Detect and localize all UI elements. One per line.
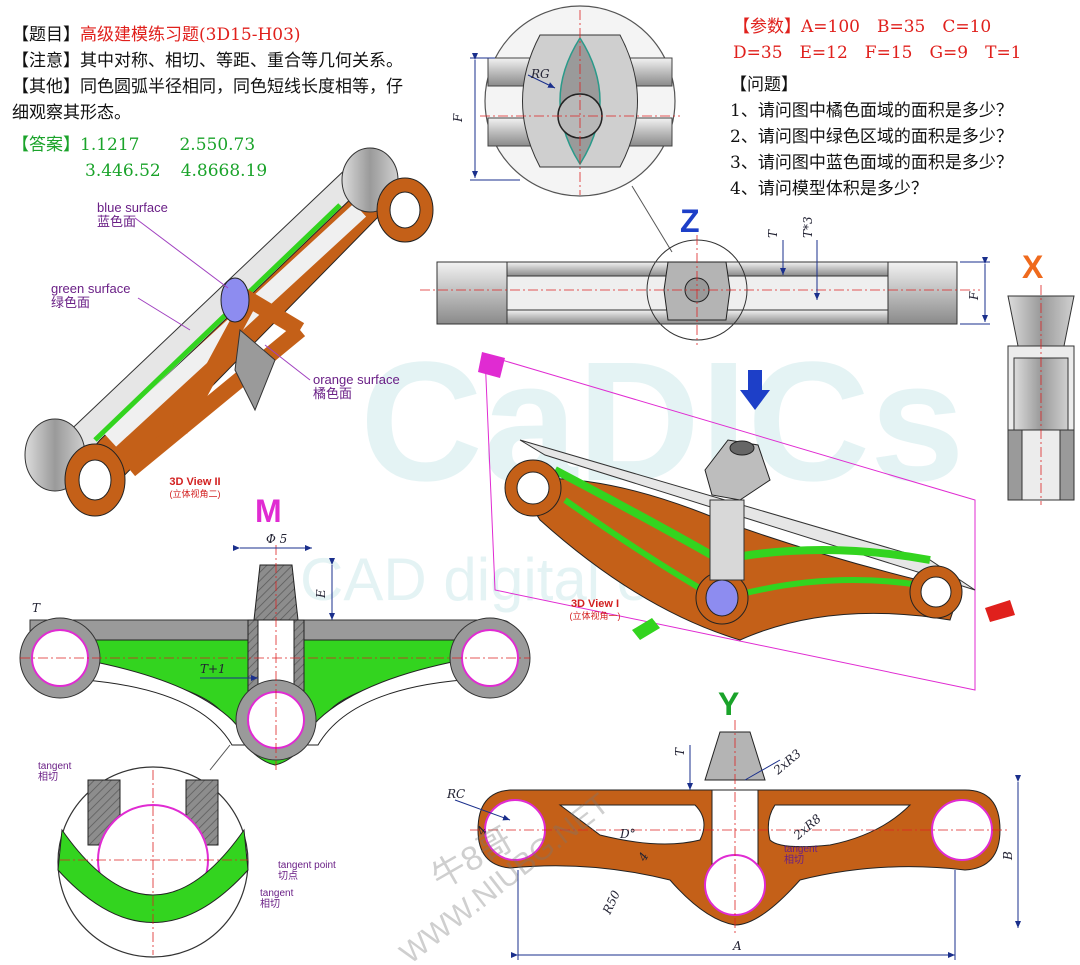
dim-t-y-label: T [673,747,687,756]
note-line: 【注意】其中对称、相切、等距、重合等几何关系。 [12,48,403,74]
question-4: 4、请问模型体积是多少？ [730,179,928,199]
detail-circle-top: F RG [451,5,680,197]
dim-t3-label: T*3 [801,216,815,238]
header-block: 【题目】高级建模练习题(3D15-H03) 【注意】其中对称、相切、等距、重合等… [12,22,403,126]
dim-rc-label: RC [446,787,465,801]
view-2-sub: (立体视角二) [169,489,221,499]
dim-r3-label: 2xR3 [770,746,804,778]
view-2-label: 3D View II (立体视角二) [150,476,240,500]
tangent-point-en: tangent point [278,860,336,871]
tangent-y-en: tangent [784,844,818,855]
question-3: 3、请问图中蓝色面域的面积是多少？ [730,153,1013,173]
m-section-view: Φ 5 E T+1 T [19,532,531,770]
answer-tag: 【答案】 [12,135,80,155]
y-view: A B T 2xR3 2xR8 RC D° R50 4 4 [446,720,1021,960]
view-2-title: 3D View II [169,476,221,488]
question-1: 1、请问图中橘色面域的面积是多少？ [730,101,1013,121]
dim-t1-label: T+1 [200,662,226,676]
dim-f2-label: F [967,291,981,301]
tangent-bottom-cn: 相切 [260,899,280,910]
tangent-point-label: tangent point 切点 [278,860,336,882]
view-1-label: 3D View I (立体视角一) [550,598,640,622]
dim-a-label: A [732,939,742,953]
title-line: 【题目】高级建模练习题(3D15-H03) [12,22,403,48]
question-2: 2、请问图中绿色区域的面积是多少？ [730,127,1013,147]
dim-t-label: T [766,229,780,238]
answer-3: 3.446.52 [85,161,161,181]
green-surface-en: green surface [51,281,131,296]
orange-surface-en: orange surface [313,372,400,387]
blue-surface-cn: 蓝色面 [97,214,137,229]
detail-circle-bottom [57,744,249,958]
tangent-point-cn: 切点 [278,871,298,882]
other-tag: 【其他】 [12,77,80,97]
answer-2: 2.550.73 [179,135,256,155]
blue-surface-en: blue surface [97,200,168,215]
view-3d-2 [24,147,434,517]
params-line-2: D=35 E=12 F=15 G=9 T=1 [733,43,1022,63]
tangent-top-cn: 相切 [38,772,58,783]
title-tag: 【题目】 [12,25,80,45]
orange-surface-cn: 橘色面 [313,386,353,401]
dim-d-label: D° [619,827,636,841]
tangent-top-en: tangent [38,761,72,772]
detail-leader [631,185,673,253]
other-line: 【其他】同色圆弧半径相同，同色短线长度相等，仔 [12,74,403,100]
params-block: 【参数】A=100 B=35 C=10 D=35 E=12 F=15 G=9 T… [733,14,1022,66]
x-view: X [1007,249,1075,505]
blue-surface-label: blue surface 蓝色面 [97,201,168,229]
view-letter-m: M [255,493,282,529]
view-letter-z: Z [680,203,700,239]
green-surface-cn: 绿色面 [51,295,91,310]
orange-surface-label: orange surface 橘色面 [313,373,400,401]
tangent-label-top: tangent 相切 [38,761,71,783]
view-3d-1 [484,354,1015,691]
page-title: 高级建模练习题(3D15-H03) [80,25,301,45]
tangent-label-y: tangent 相切 [784,844,817,866]
answer-block-2: 3.446.52 4.8668.19 [85,158,267,184]
view-letter-x: X [1022,249,1044,285]
note-text: 其中对称、相切、等距、重合等几何关系。 [80,51,403,71]
answer-block: 【答案】1.1217 2.550.73 [12,132,255,158]
dim-rg-label: RG [530,67,550,81]
dim-b-label: B [1001,851,1015,861]
dim-e-label: E [314,589,328,599]
view-1-title: 3D View I [570,598,620,610]
m-marker-icon [478,352,505,378]
questions-block: 【问题】 1、请问图中橘色面域的面积是多少？ 2、请问图中绿色区域的面积是多少？… [730,72,1013,202]
dim-phi5-label: Φ 5 [266,532,287,546]
dim-t-left-label: T [32,601,41,615]
answer-1: 1.1217 [80,135,140,155]
dim-r50-label: R50 [600,888,624,917]
questions-tag: 【问题】 [730,75,798,95]
green-surface-label: green surface 绿色面 [51,282,131,310]
dim-f-label: F [451,113,465,123]
view-1-sub: (立体视角一) [569,611,621,621]
note-tag: 【注意】 [12,51,80,71]
params-tag: 【参数】 [733,17,801,37]
other-text: 同色圆弧半径相同，同色短线长度相等，仔 [80,77,403,97]
params-line-1: A=100 B=35 C=10 [801,17,992,37]
tangent-y-cn: 相切 [784,855,804,866]
other-line-2: 细观察其形态。 [12,103,131,123]
z-view: Z T T*3 F [420,203,990,345]
answer-4: 4.8668.19 [180,161,268,181]
tangent-bottom-en: tangent [260,888,294,899]
view-letter-y: Y [718,686,739,722]
tangent-label-bottom: tangent 相切 [260,888,293,910]
